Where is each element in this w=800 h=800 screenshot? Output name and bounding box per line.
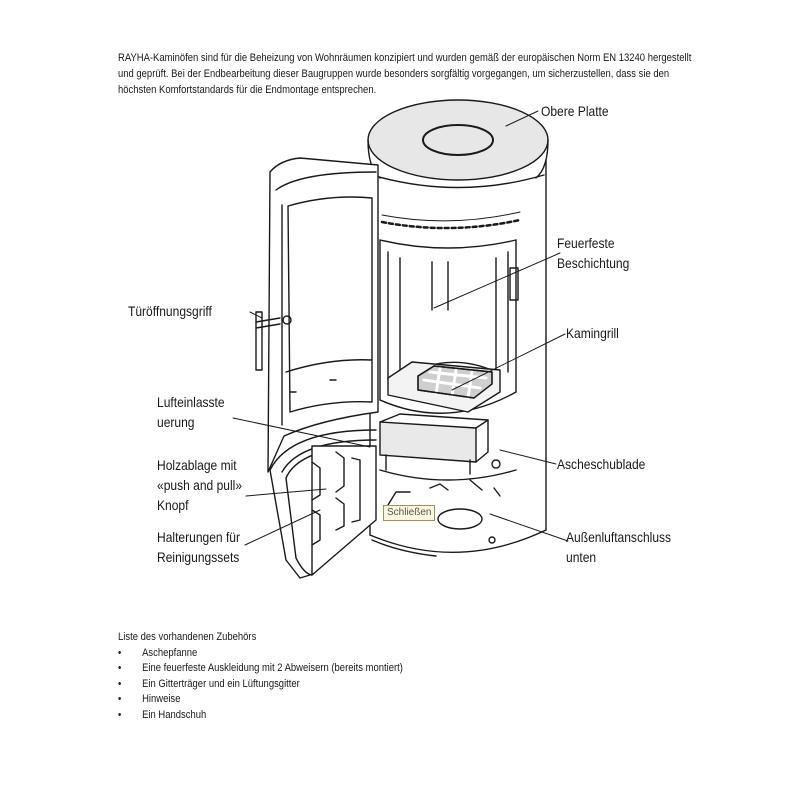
- label-lufteinlasssteuerung: Lufteinlasste uerung: [157, 392, 225, 432]
- intro-paragraph: RAYHA-Kaminöfen sind für die Beheizung v…: [118, 50, 692, 98]
- wood-storage: [269, 429, 377, 579]
- label-text: Obere Platte: [541, 103, 609, 119]
- accessory-list: Liste des vorhandenen Zubehörs • Aschepf…: [118, 630, 403, 723]
- open-door: [255, 157, 379, 473]
- label-text: Außenluftanschluss: [566, 529, 672, 545]
- label-text: Beschichtung: [557, 255, 630, 271]
- intro-line: RAYHA-Kaminöfen sind für die Beheizung v…: [118, 52, 692, 64]
- list-item: • Ein Handschuh: [118, 708, 403, 724]
- bullet-icon: •: [118, 708, 122, 721]
- label-obere-platte: Obere Platte: [541, 101, 609, 121]
- lower-compartment: [379, 469, 517, 544]
- list-item-text: Ein Handschuh: [142, 708, 207, 721]
- leader-lines: [232, 110, 569, 546]
- label-tueroeffnungsgriff: Türöffnungsgriff: [128, 301, 212, 321]
- label-text: Halterungen für: [157, 529, 241, 545]
- label-text: Knopf: [157, 497, 189, 513]
- label-text: Reinigungssets: [157, 549, 240, 565]
- ash-drawer: [379, 413, 501, 475]
- label-text: Lufteinlasste: [157, 394, 225, 410]
- stove-body: [367, 99, 549, 557]
- label-text: Feuerfeste: [557, 235, 615, 251]
- label-text: Holzablage mit: [157, 457, 237, 473]
- bullet-icon: •: [118, 662, 122, 674]
- intro-line: und geprüft. Bei der Endbearbeitung dies…: [118, 68, 670, 80]
- list-item: • Eine feuerfeste Auskleidung mit 2 Abwe…: [118, 661, 403, 677]
- label-text: Ascheschublade: [557, 456, 646, 472]
- list-item: • Aschepfanne: [118, 646, 403, 662]
- bullet-icon: •: [118, 693, 122, 705]
- bullet-icon: •: [118, 677, 122, 690]
- list-item-text: Aschepfanne: [142, 646, 198, 659]
- label-kamingrill: Kamingrill: [566, 323, 619, 343]
- list-item-text: Eine feuerfeste Auskleidung mit 2 Abweis…: [142, 662, 403, 674]
- firebox: [379, 239, 519, 414]
- list-item-text: Ein Gitterträger und ein Lüftungsgitter: [142, 677, 300, 690]
- label-text: Türöffnungsgriff: [128, 303, 212, 319]
- label-aussenluftanschluss: Außenluftanschluss unten: [566, 527, 671, 567]
- list-item: • Ein Gitterträger und ein Lüftungsgitte…: [118, 677, 403, 693]
- intro-line: höchsten Komfortstandards für die Endmon…: [118, 84, 377, 96]
- label-halterungen: Halterungen für Reinigungssets: [157, 527, 240, 567]
- bullet-icon: •: [118, 646, 122, 659]
- close-tooltip[interactable]: Schließen: [383, 505, 436, 521]
- label-holzablage: Holzablage mit «push and pull» Knopf: [157, 455, 242, 515]
- list-item-text: Hinweise: [142, 693, 181, 705]
- label-text: uerung: [157, 414, 195, 430]
- grill: [387, 361, 501, 413]
- label-text: unten: [566, 549, 597, 565]
- label-text: «push and pull»: [157, 477, 243, 493]
- list-item: • Hinweise: [118, 692, 403, 708]
- label-text: Kamingrill: [566, 325, 619, 341]
- accessory-list-title: Liste des vorhandenen Zubehörs: [118, 631, 257, 643]
- label-ascheschublade: Ascheschublade: [557, 454, 645, 474]
- label-feuerfeste-beschichtung: Feuerfeste Beschichtung: [557, 233, 629, 273]
